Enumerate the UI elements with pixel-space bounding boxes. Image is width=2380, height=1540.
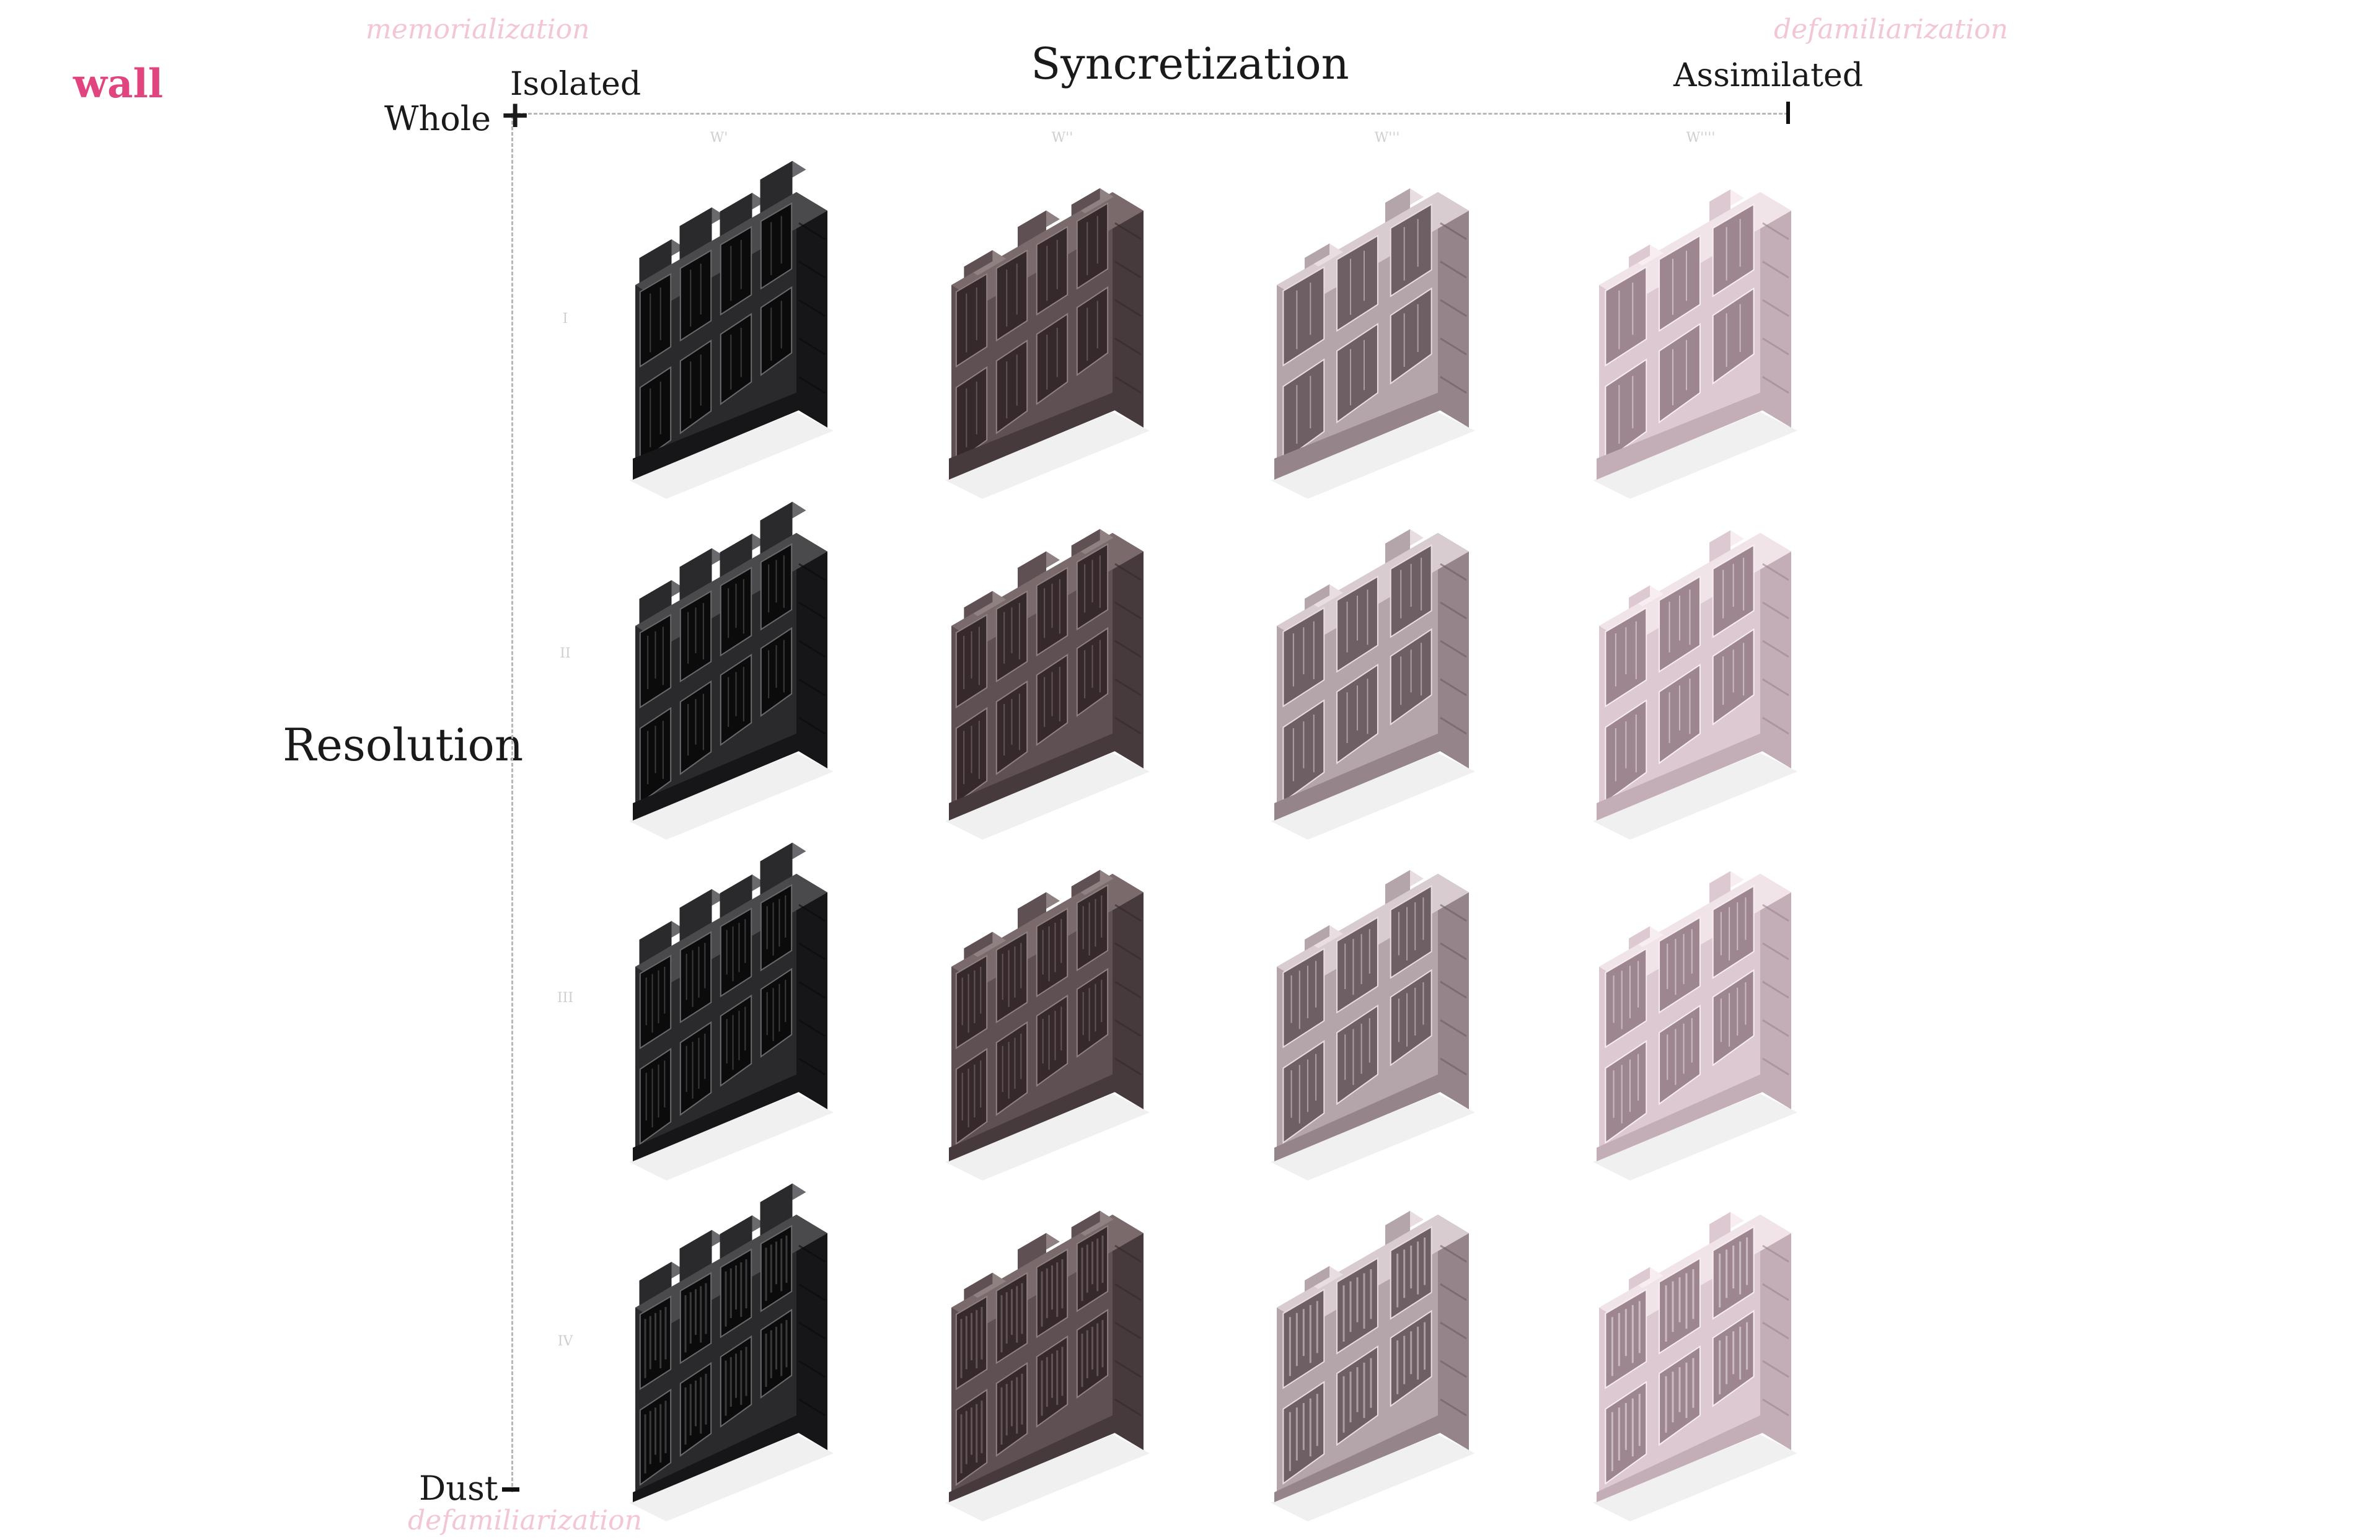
wall-render-r4-c2 xyxy=(927,1190,1175,1521)
wall-render-r2-c2 xyxy=(927,508,1175,840)
wall-tag: wall xyxy=(73,61,164,107)
wall-render-r1-c4 xyxy=(1574,167,1822,499)
column-label-3: W''' xyxy=(1374,130,1400,146)
end-tick-marker xyxy=(1786,102,1790,124)
wall-render-r3-c3 xyxy=(1252,849,1500,1181)
row-label-3: III xyxy=(557,990,574,1006)
x-axis-line xyxy=(511,113,1788,115)
column-label-4: W'''' xyxy=(1686,130,1716,146)
wall-render-r4-c1 xyxy=(610,1183,858,1521)
wall-render-r3-c2 xyxy=(927,849,1175,1181)
x-axis-start-label: Isolated xyxy=(510,66,641,103)
x-axis-end-label: Assimilated xyxy=(1673,57,1864,94)
column-label-1: W' xyxy=(710,130,728,146)
row-label-1: I xyxy=(562,311,568,327)
wall-render-r2-c1 xyxy=(610,501,858,840)
minus-marker xyxy=(502,1487,519,1492)
row-label-4: IV xyxy=(557,1334,573,1349)
wall-render-r4-c4 xyxy=(1574,1190,1822,1521)
wall-render-r3-c4 xyxy=(1574,849,1822,1181)
x-axis-title: Syncretization xyxy=(1031,38,1349,89)
plus-marker: + xyxy=(500,93,531,136)
y-axis-end-label: Dust xyxy=(419,1469,498,1508)
y-axis-start-label: Whole xyxy=(384,99,491,138)
wall-render-r1-c3 xyxy=(1252,167,1500,499)
wall-render-r2-c3 xyxy=(1252,508,1500,840)
column-label-2: W'' xyxy=(1051,130,1073,146)
memorialization-label: memorialization xyxy=(366,14,590,45)
wall-render-r1-c1 xyxy=(610,161,858,499)
row-label-2: II xyxy=(560,646,571,661)
defamiliarization-top-label: defamiliarization xyxy=(1774,14,2008,45)
wall-render-r1-c2 xyxy=(927,167,1175,499)
wall-render-r2-c4 xyxy=(1574,508,1822,840)
defamiliarization-bottom-label: defamiliarization xyxy=(408,1505,642,1536)
wall-render-r4-c3 xyxy=(1252,1190,1500,1521)
y-axis-line xyxy=(511,115,513,1492)
wall-render-r3-c1 xyxy=(610,842,858,1181)
y-axis-title: Resolution xyxy=(283,719,524,771)
